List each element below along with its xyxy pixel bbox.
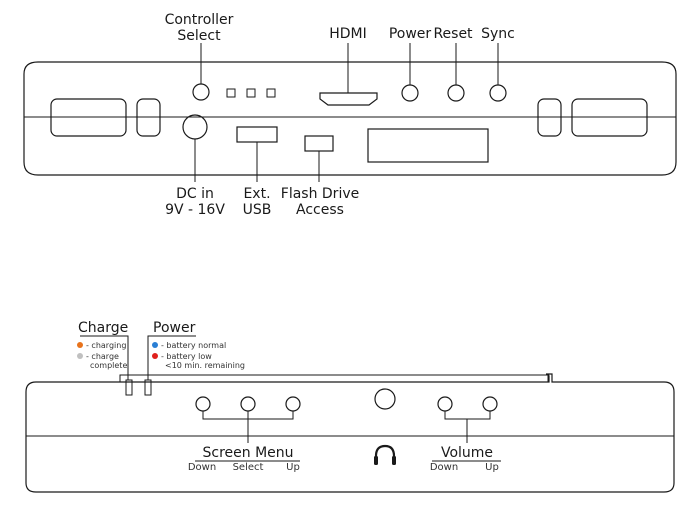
dc-in-label: DC in: [176, 186, 214, 202]
charge-led: [125, 379, 133, 396]
sync-label: Sync: [481, 26, 515, 42]
battery-normal-dot: [152, 342, 158, 348]
charge-complete-legend: - charge: [86, 352, 119, 361]
headphone-icon: [374, 444, 396, 465]
led-indicator-1: [226, 88, 236, 98]
hdmi-port[interactable]: [319, 92, 378, 106]
volume-title: Volume: [441, 445, 493, 461]
flash-drive-label-2: Access: [296, 202, 344, 218]
power-indicator-title: Power: [153, 320, 196, 336]
charging-dot: [77, 342, 83, 348]
controller-select-label-2: Select: [177, 28, 221, 44]
right-grip-large: [571, 98, 648, 137]
bottom-panel: Charge - charging - charge complete Powe…: [25, 320, 675, 493]
volume-up-label: Up: [485, 462, 499, 473]
volume-up-button[interactable]: [482, 396, 498, 412]
ext-usb-label: Ext.: [243, 186, 270, 202]
power-button[interactable]: [401, 84, 419, 102]
controller-select-label: Controller: [165, 12, 234, 28]
battery-low-legend: - battery low: [161, 352, 212, 361]
cartridge-slot: [367, 128, 489, 163]
reset-button[interactable]: [447, 84, 465, 102]
screen-menu-down-button[interactable]: [195, 396, 211, 412]
led-indicator-3: [266, 88, 276, 98]
reset-label: Reset: [433, 26, 473, 42]
hdmi-label: HDMI: [329, 26, 367, 42]
screen-menu-select-label: Select: [233, 462, 264, 473]
charge-leader: [80, 335, 129, 380]
screen-menu-title: Screen Menu: [202, 445, 293, 461]
screen-menu-bracket: [202, 411, 294, 443]
battery-normal-legend: - battery normal: [161, 341, 226, 350]
screen-menu-up-label: Up: [286, 462, 300, 473]
headphone-jack[interactable]: [374, 388, 396, 410]
dc-in-port[interactable]: [182, 114, 208, 140]
flash-drive-label: Flash Drive: [281, 186, 359, 202]
left-grip-small: [136, 98, 161, 137]
screen-menu-up-button[interactable]: [285, 396, 301, 412]
charge-complete-legend-2: complete: [90, 361, 127, 370]
ext-usb-label-2: USB: [243, 202, 272, 218]
volume-down-label: Down: [430, 462, 458, 473]
left-grip-large: [50, 98, 127, 137]
power-label: Power: [389, 26, 432, 42]
top-panel-body: [23, 61, 677, 176]
volume-bracket: [444, 411, 491, 443]
bottom-panel-body: [25, 373, 675, 493]
ext-usb-port[interactable]: [236, 126, 278, 143]
charging-legend: - charging: [86, 341, 126, 350]
dc-in-voltage-label: 9V - 16V: [165, 202, 225, 218]
screen-menu-down-label: Down: [188, 462, 216, 473]
bottom-panel-lip: [119, 374, 549, 382]
volume-down-button[interactable]: [437, 396, 453, 412]
flash-drive-door[interactable]: [304, 135, 334, 152]
led-indicator-2: [246, 88, 256, 98]
right-grip-small: [537, 98, 562, 137]
power-indicator-leader: [147, 335, 196, 380]
battery-low-legend-2: <10 min. remaining: [165, 361, 245, 370]
charge-complete-dot: [77, 353, 83, 359]
sync-button[interactable]: [489, 84, 507, 102]
controller-select-button[interactable]: [192, 83, 210, 101]
top-panel: Controller Select HDMI Power Reset Sync …: [23, 12, 677, 218]
screen-menu-select-button[interactable]: [240, 396, 256, 412]
battery-low-dot: [152, 353, 158, 359]
charge-title: Charge: [78, 320, 128, 336]
